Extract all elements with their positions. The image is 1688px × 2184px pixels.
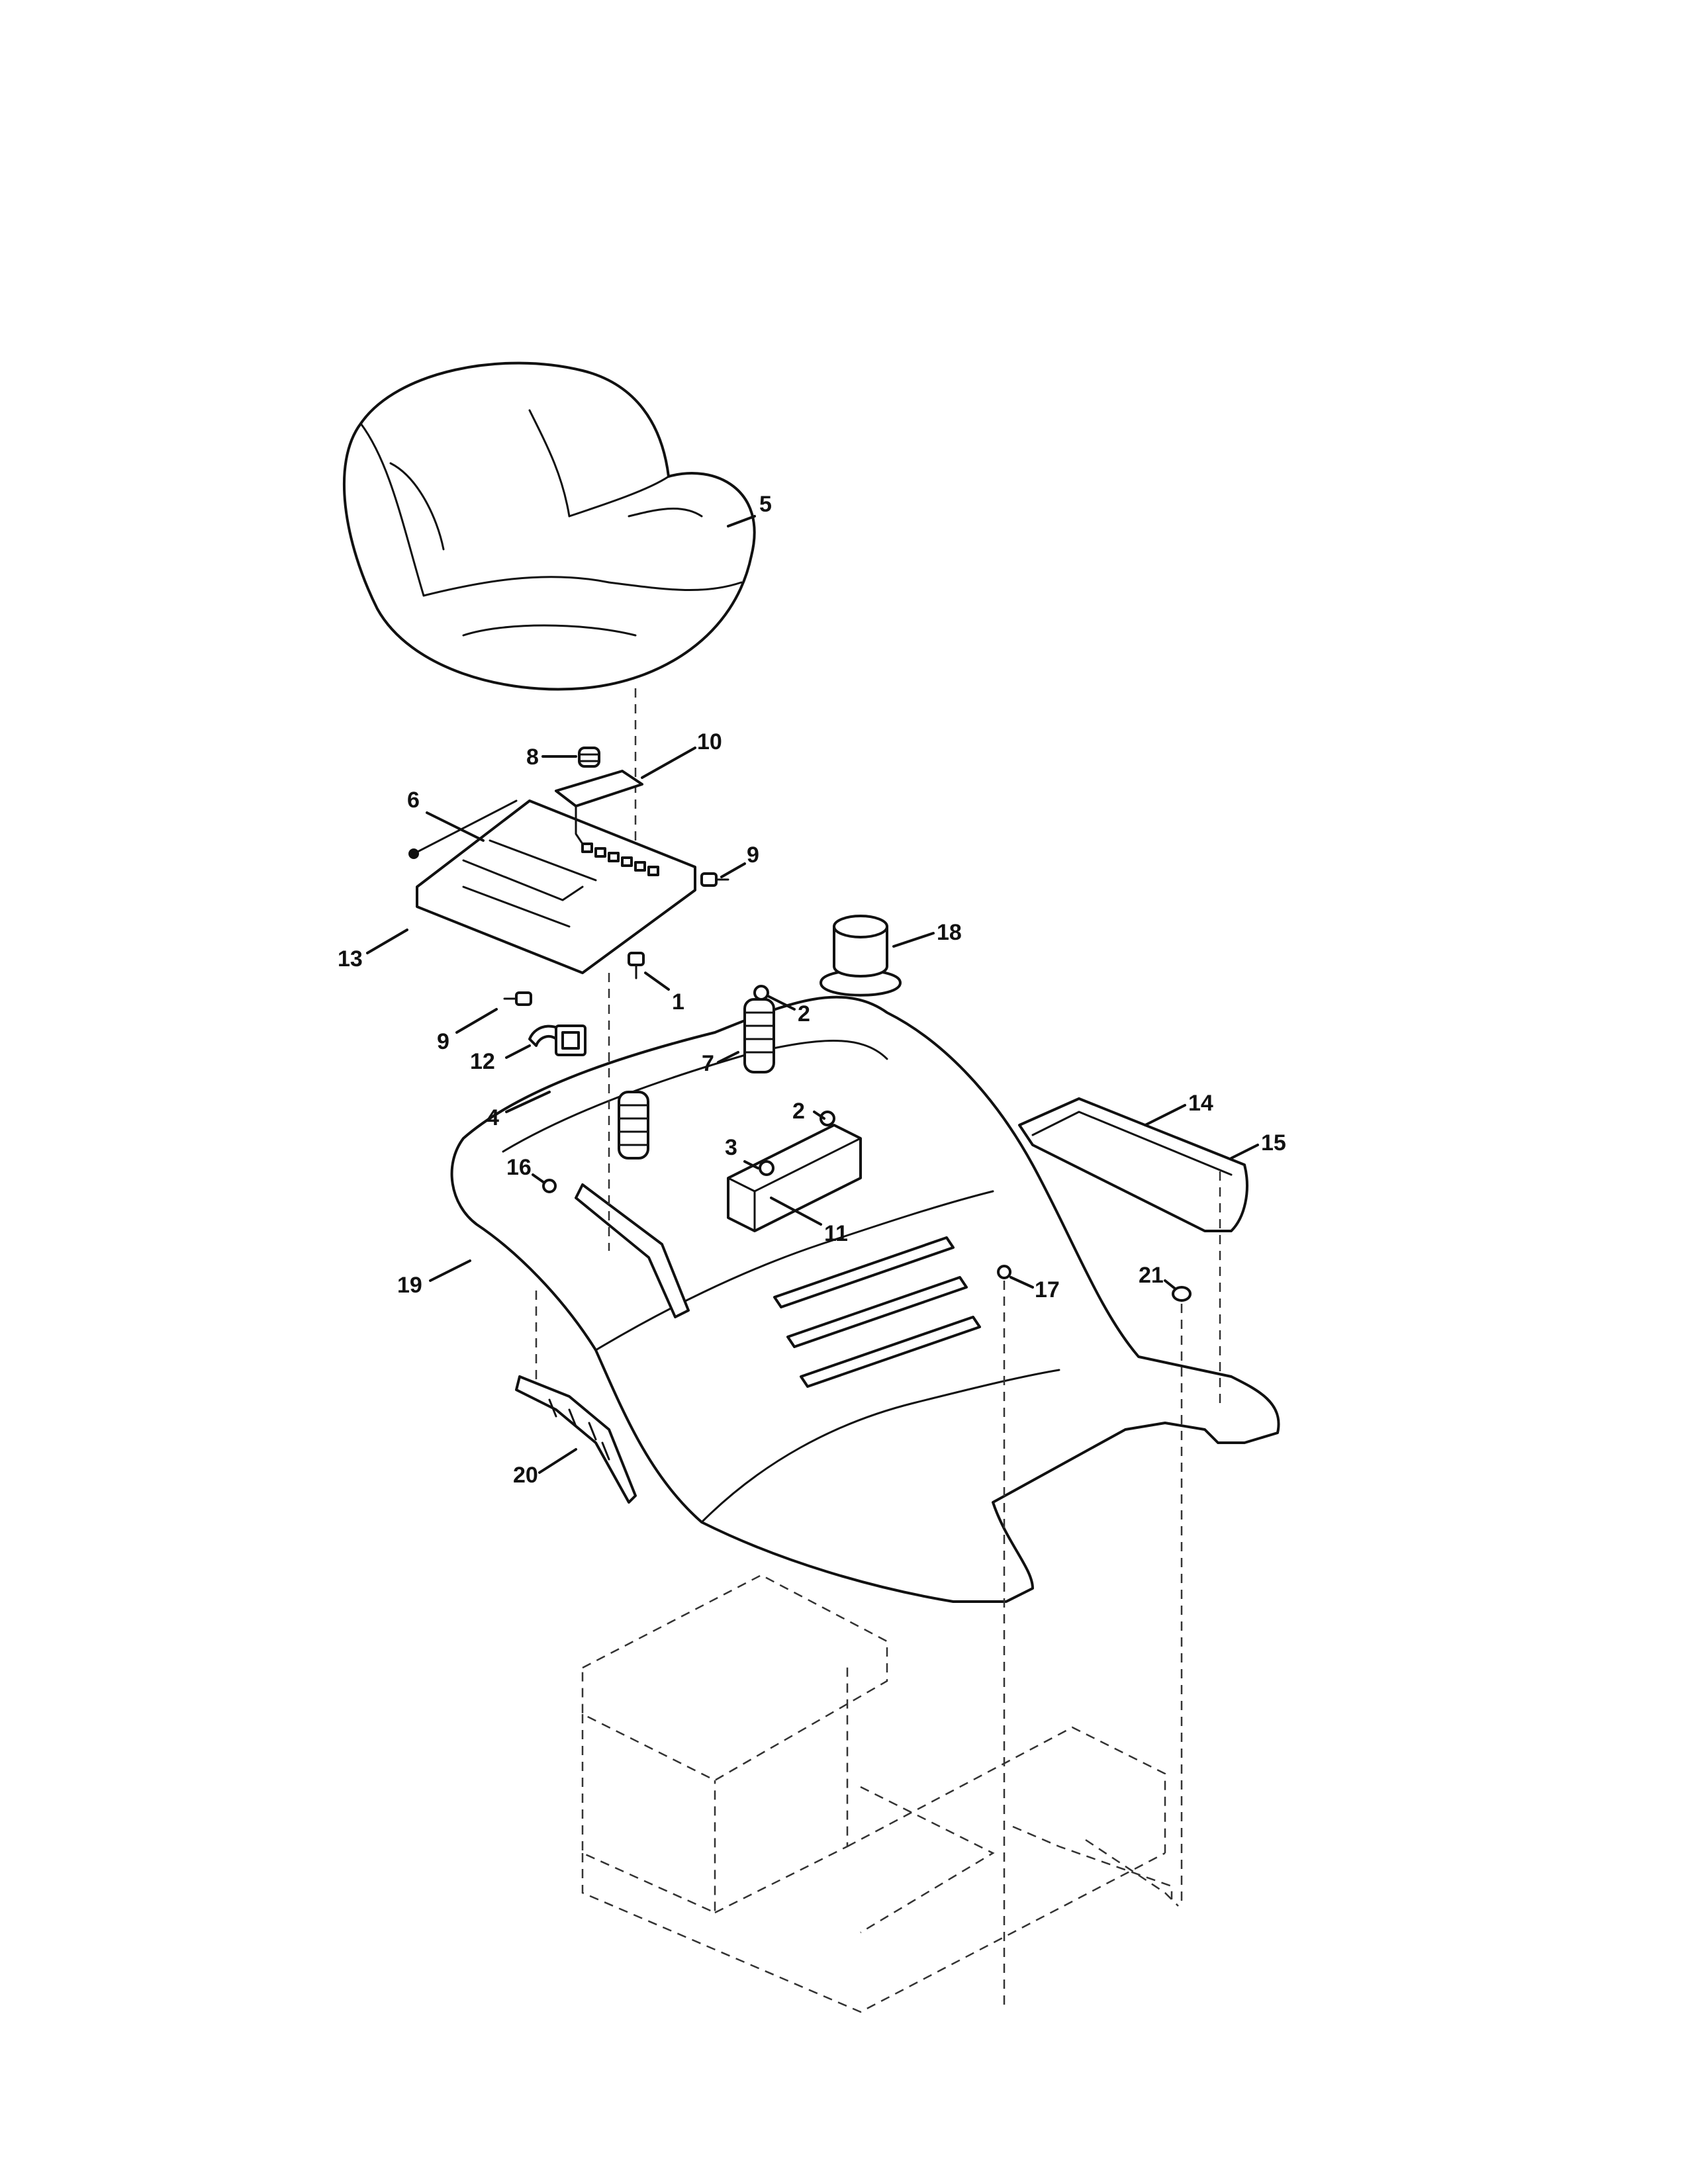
callout-17: 17 xyxy=(1035,1277,1060,1302)
callout-2b: 2 xyxy=(792,1099,805,1124)
seat-mounting-bracket-part xyxy=(727,1124,862,1232)
callout-9b: 9 xyxy=(437,1029,449,1054)
callout-4: 4 xyxy=(487,1105,499,1130)
callout-8: 8 xyxy=(526,745,539,770)
fender-left-slot xyxy=(575,1183,690,1318)
callout-19: 19 xyxy=(397,1273,422,1298)
seat-pan-part xyxy=(416,799,696,974)
seat-part xyxy=(342,361,756,691)
tractor-frame xyxy=(581,1574,1179,2013)
hex-nut-3 xyxy=(759,1160,774,1176)
fender-cover-plate-part xyxy=(1018,1097,1248,1232)
hex-nut-2a xyxy=(753,985,769,1001)
callout-13: 13 xyxy=(338,946,363,972)
callout-14: 14 xyxy=(1188,1091,1213,1116)
fuel-cap-part xyxy=(833,915,888,978)
callout-3: 3 xyxy=(725,1135,737,1160)
callout-7: 7 xyxy=(702,1051,714,1076)
callout-9a: 9 xyxy=(747,842,759,868)
callout-2a: 2 xyxy=(798,1001,810,1026)
screw-16 xyxy=(542,1179,557,1193)
seat-switch-bracket-part xyxy=(555,770,643,845)
callout-11: 11 xyxy=(824,1221,848,1246)
callout-16: 16 xyxy=(506,1155,532,1180)
shoulder-bolt-9b xyxy=(503,991,532,1006)
callout-12: 12 xyxy=(470,1049,495,1074)
seat-spring-right xyxy=(743,998,775,1073)
callout-10: 10 xyxy=(697,729,722,754)
seat-adjust-rod-part xyxy=(408,799,518,859)
seat-spring-left xyxy=(618,1091,649,1160)
callout-18: 18 xyxy=(937,920,962,945)
shoulder-bolt-9a xyxy=(700,872,729,887)
hex-nut-2b xyxy=(820,1111,835,1126)
seat-adjust-slots xyxy=(581,842,659,876)
hex-bolt-1 xyxy=(628,952,645,979)
callout-labels: 5 8 10 6 9 13 1 9 12 4 18 2 7 2 3 16 11 … xyxy=(338,492,1286,1488)
fender-body-part xyxy=(450,969,1280,1603)
callout-20: 20 xyxy=(513,1463,538,1488)
fender-ribs xyxy=(773,1236,981,1388)
callout-15: 15 xyxy=(1261,1130,1286,1156)
callout-1: 1 xyxy=(672,989,684,1015)
callout-5: 5 xyxy=(759,492,772,517)
seat-pivot-block-4 xyxy=(555,1024,586,1056)
callout-21: 21 xyxy=(1139,1263,1164,1288)
plug-21 xyxy=(1172,1286,1192,1302)
screw-17 xyxy=(997,1265,1011,1279)
compression-spring-small xyxy=(578,747,600,768)
leader-lines xyxy=(366,515,1259,1474)
callout-6: 6 xyxy=(407,788,420,813)
deflector-plate-part xyxy=(515,1375,637,1504)
